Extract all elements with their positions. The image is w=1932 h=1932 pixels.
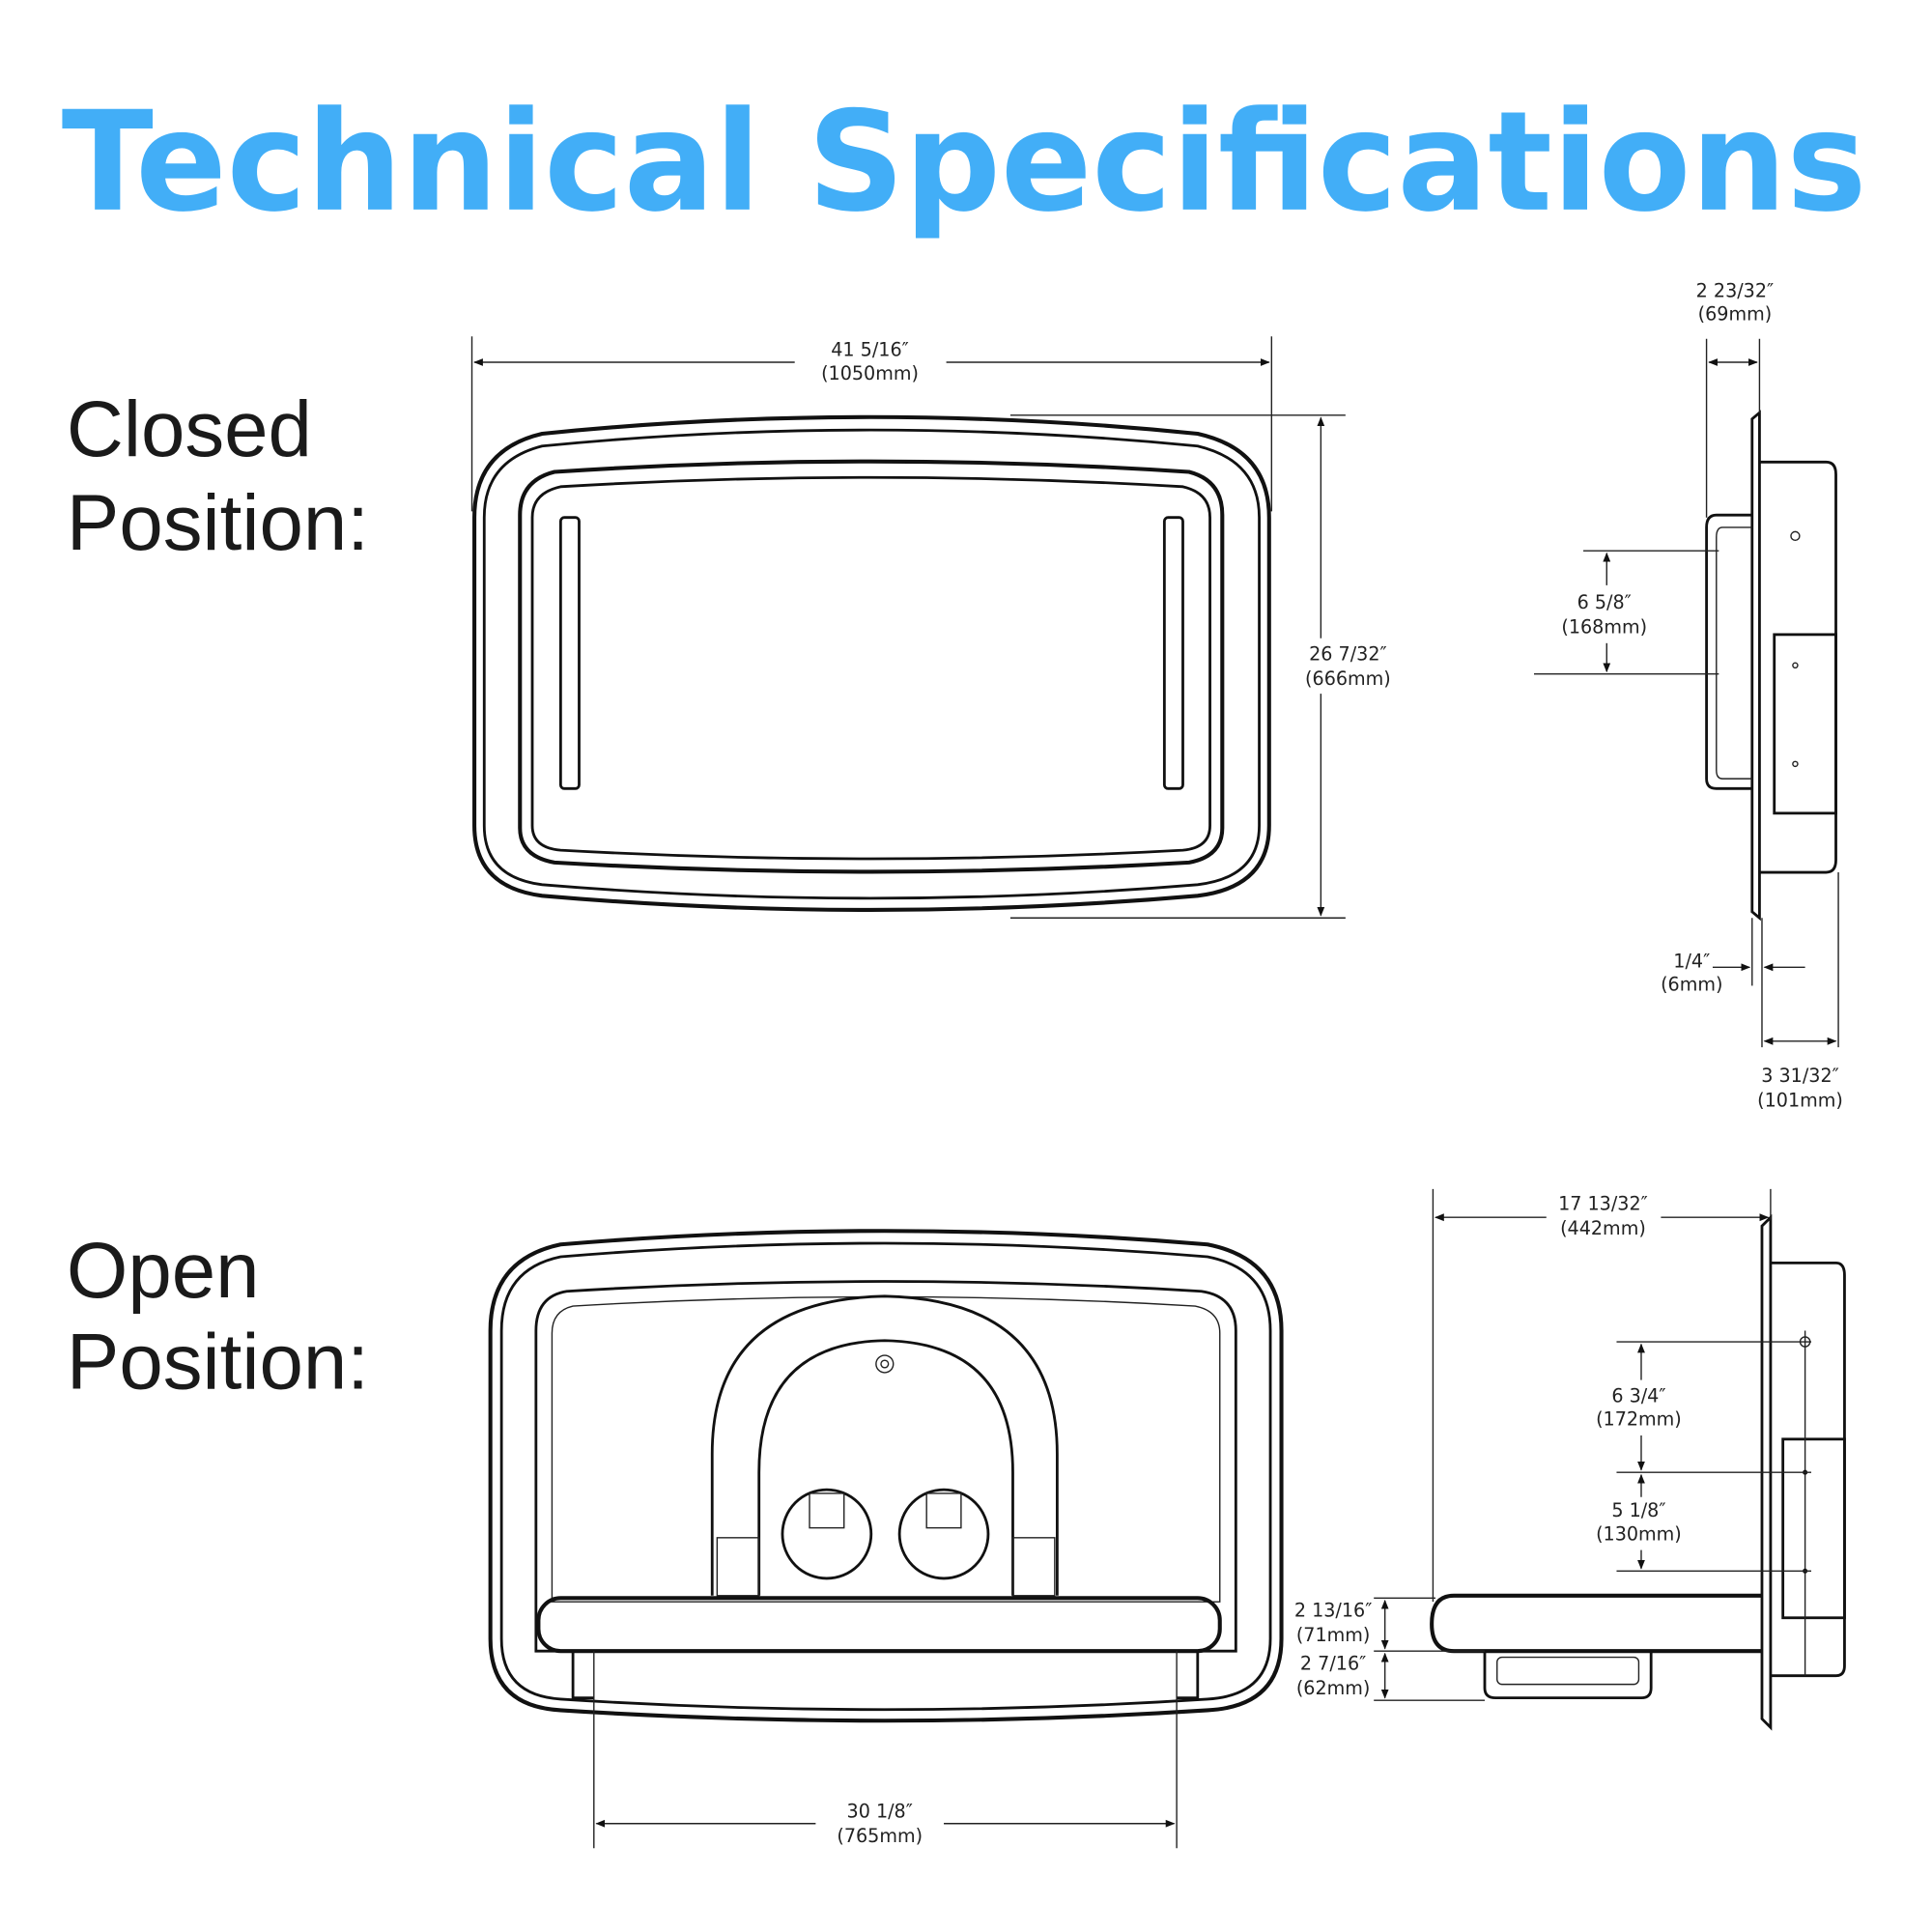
dim-text: (765mm) (837, 1825, 923, 1847)
dim-text: (69mm) (1698, 303, 1773, 326)
dim-text: (666mm) (1305, 668, 1391, 690)
closed-label-2: Position: (67, 479, 369, 567)
closed-side-dims: 2 23/32″ (69mm) 6 5/8″ (168mm) 1/4″ (6mm… (1534, 279, 1843, 1111)
dim-text: (62mm) (1296, 1677, 1371, 1699)
dim-text: (6mm) (1661, 974, 1722, 996)
dim-text: (168mm) (1561, 616, 1647, 639)
changing-tray (536, 1596, 1222, 1654)
dim-text: 6 3/4″ (1611, 1385, 1665, 1407)
dim-text: 3 31/32″ (1761, 1065, 1839, 1087)
right-handle (1162, 516, 1184, 790)
dim-text: 41 5/16″ (831, 339, 909, 361)
page-title: Technical Specifications (62, 81, 1867, 242)
dim-text: 30 1/8″ (847, 1800, 913, 1822)
dim-text: (130mm) (1596, 1522, 1682, 1545)
dim-text: (101mm) (1757, 1089, 1843, 1111)
dim-text: 6 5/8″ (1577, 591, 1632, 613)
dim-text: (172mm) (1596, 1408, 1682, 1431)
open-label-2: Position: (67, 1318, 369, 1406)
open-front-view (488, 1229, 1284, 1723)
dim-text: 5 1/8″ (1611, 1499, 1665, 1521)
dim-text: (442mm) (1560, 1217, 1646, 1239)
dim-text: 26 7/32″ (1309, 643, 1387, 666)
closed-side-view (1705, 410, 1837, 922)
left-handle (558, 516, 581, 790)
dim-text: 2 7/16″ (1300, 1652, 1366, 1674)
dim-text: 1/4″ (1673, 950, 1710, 972)
dim-text: 2 23/32″ (1696, 279, 1775, 301)
closed-label-1: Closed (67, 385, 312, 473)
dim-text: (71mm) (1296, 1624, 1371, 1646)
open-side-dims: 17 13/32″ (442mm) 6 3/4″ (172mm) 5 1/8″ … (1294, 1188, 1811, 1701)
closed-front-view (472, 414, 1271, 912)
dim-text: (1050mm) (821, 362, 919, 384)
dim-text: 17 13/32″ (1558, 1193, 1648, 1215)
closed-height-dimension: 26 7/32″ (666mm) (1009, 414, 1406, 919)
dim-text: 2 13/16″ (1294, 1599, 1373, 1621)
open-width-dimension: 30 1/8″ (765mm) (593, 1651, 1178, 1849)
open-label-1: Open (67, 1227, 260, 1315)
closed-width-dimension: 41 5/16″ (1050mm) (470, 336, 1273, 512)
